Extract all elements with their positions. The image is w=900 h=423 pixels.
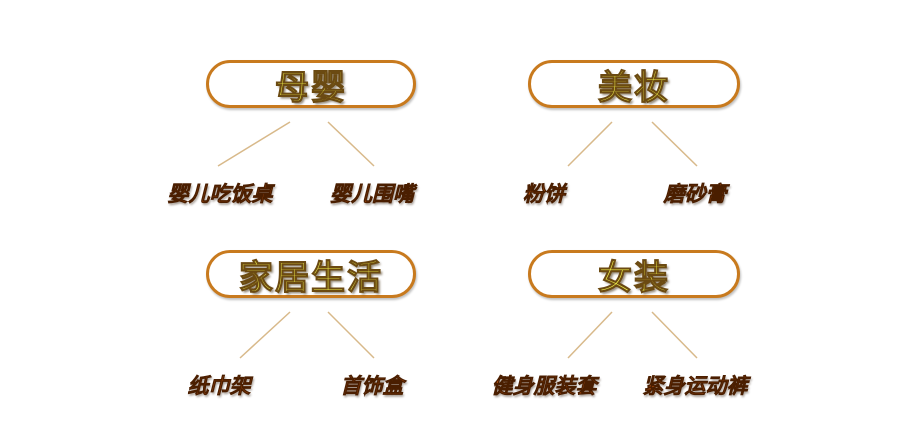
leaf-node: 紧身运动裤 — [642, 374, 748, 399]
leaf-node: 婴儿吃饭桌 — [167, 182, 273, 207]
connector-line — [651, 311, 698, 359]
category-label: 美妆 — [598, 67, 670, 108]
category-label: 母婴 — [275, 67, 347, 108]
category-label: 家居生活 — [239, 257, 383, 298]
category-node-womens-clothing: 女装 — [528, 250, 740, 298]
leaf-node: 首饰盒 — [340, 374, 404, 399]
category-node-home-living: 家居生活 — [206, 250, 416, 298]
category-label: 女装 — [598, 257, 670, 298]
leaf-node: 纸巾架 — [187, 374, 251, 399]
connector-line — [651, 121, 698, 167]
leaf-node: 婴儿围嘴 — [330, 182, 415, 207]
category-node-maternal: 母婴 — [206, 60, 416, 108]
category-node-beauty: 美妆 — [528, 60, 740, 108]
connector-line — [327, 311, 375, 359]
connector-line — [567, 311, 613, 359]
connector-line — [327, 121, 375, 167]
connector-line — [217, 121, 291, 167]
connector-line — [567, 121, 613, 167]
leaf-node: 健身服装套 — [491, 374, 597, 399]
leaf-node: 粉饼 — [523, 182, 566, 207]
connector-line — [239, 311, 291, 359]
leaf-node: 磨砂膏 — [663, 182, 727, 207]
